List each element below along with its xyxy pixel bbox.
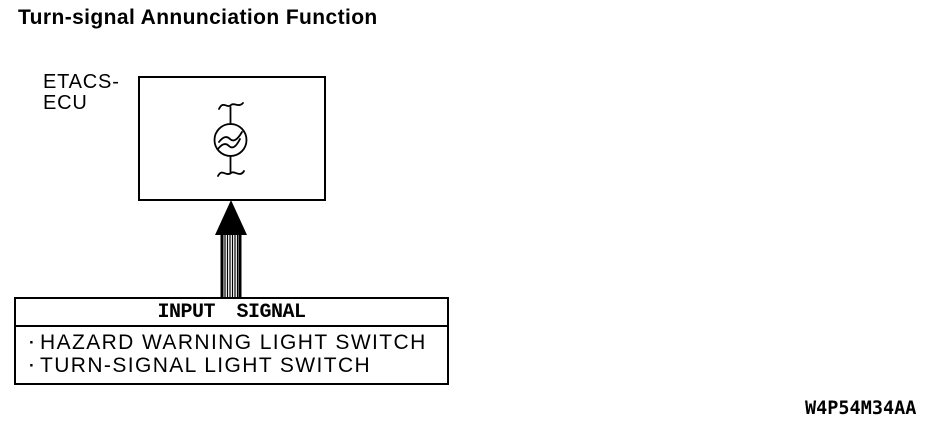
tone-wave-2 — [217, 138, 241, 150]
bullet-icon: · — [29, 333, 35, 352]
input-signal-header: INPUT SIGNAL — [16, 299, 447, 327]
input-item-label: TURN-SIGNAL LIGHT SWITCH — [40, 354, 372, 377]
figure-code: W4P54M34AA — [805, 398, 917, 419]
wire-break-top — [218, 102, 244, 110]
ecu-box — [138, 76, 326, 201]
input-signal-list: · HAZARD WARNING LIGHT SWITCH · TURN-SIG… — [16, 327, 447, 377]
ecu-label-line2: ECU — [43, 92, 88, 114]
arrow-shaft — [220, 235, 242, 297]
ecu-label: ETACS- ECU — [43, 72, 120, 114]
bullet-icon: · — [29, 356, 35, 375]
page-title: Turn-signal Annunciation Function — [18, 6, 378, 29]
signal-flow-arrow-icon — [215, 200, 247, 297]
list-item: · TURN-SIGNAL LIGHT SWITCH — [23, 354, 447, 377]
tone-wave-1 — [218, 131, 243, 143]
buzzer-icon — [213, 102, 248, 177]
list-item: · HAZARD WARNING LIGHT SWITCH — [23, 331, 447, 354]
arrow-head — [215, 200, 247, 235]
input-item-label: HAZARD WARNING LIGHT SWITCH — [40, 331, 427, 354]
ecu-label-line1: ETACS- — [43, 71, 120, 93]
input-signal-box: INPUT SIGNAL · HAZARD WARNING LIGHT SWIT… — [14, 297, 449, 385]
wire-break-bottom — [217, 170, 245, 177]
